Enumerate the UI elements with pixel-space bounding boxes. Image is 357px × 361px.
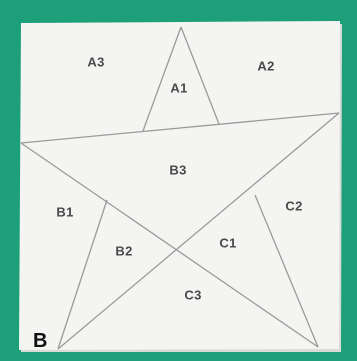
piece-label-c2: C2 [285,198,303,214]
seam-horizontal [20,112,340,144]
seam-left-leg [57,199,108,350]
block-letter-label: B [33,330,48,352]
seam-right-leg [254,194,319,348]
piece-label-b3: B3 [169,162,187,178]
piece-label-b2: B2 [115,243,133,259]
seam-lines [20,26,340,350]
piece-label-a1: A1 [170,80,188,96]
piece-label-b1: B1 [56,204,74,220]
seam-left-diagonal [20,142,319,348]
paper-sheet [19,21,340,350]
seam-top-right [180,26,220,125]
piece-label-a2: A2 [257,58,275,74]
seam-right-diagonal [57,112,340,350]
piece-label-c3: C3 [184,287,202,303]
seam-top-left [142,26,182,132]
piece-label-a3: A3 [87,54,105,70]
piece-label-c1: C1 [219,235,237,251]
